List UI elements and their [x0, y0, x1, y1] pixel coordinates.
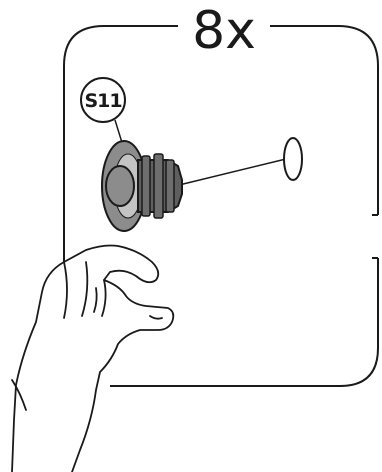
quantity-label: 8x	[192, 1, 256, 61]
hole-icon	[284, 138, 302, 180]
part-code-label: S11	[84, 90, 121, 112]
hand-icon	[12, 246, 173, 472]
bumper-icon	[102, 141, 182, 231]
insertion-guide-line	[175, 158, 290, 186]
panel-frame-right-top	[270, 26, 378, 215]
